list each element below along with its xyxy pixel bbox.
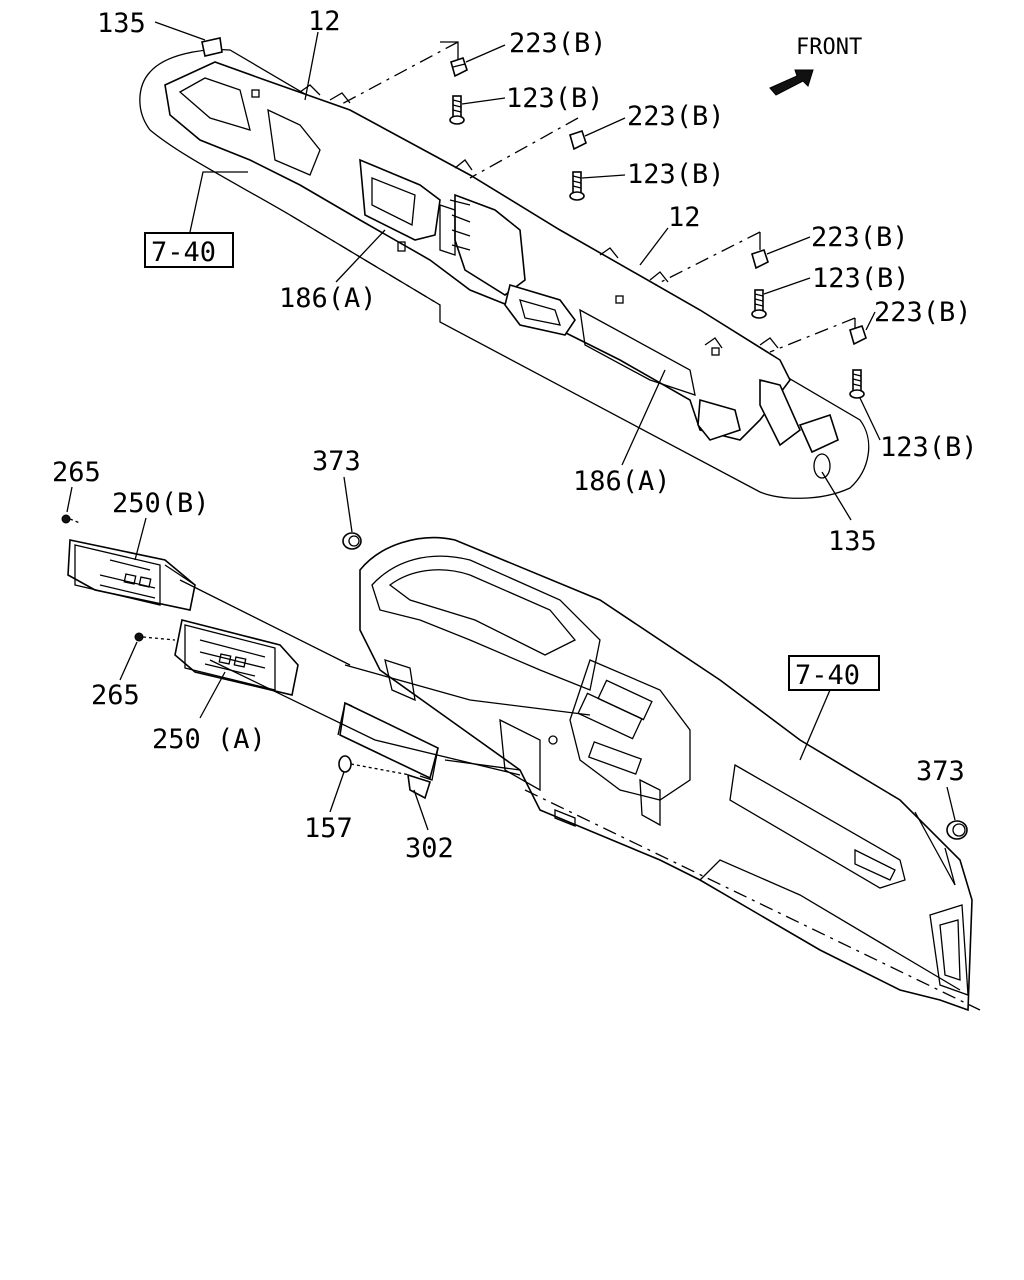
screw-157-icon [338,755,411,776]
nozzle-135-right [798,413,839,454]
clip-223b-icon [450,56,468,78]
label-135-top: 135 [97,8,146,39]
part-labels: 135 12 223(B) 123(B) 223(B) 123(B) 12 22… [52,6,978,864]
label-373-left: 373 [312,446,361,477]
center-display-slot [577,692,643,740]
duct-center-block-left [359,158,441,241]
label-186a-left: 186(A) [279,283,377,314]
clip-223b-icon [849,324,867,346]
front-direction-indicator: FRONT [769,35,862,96]
label-265-bottom: 265 [91,680,140,711]
label-223b-1: 223(B) [509,28,607,59]
ref-box-7-40-top [144,232,234,268]
meter-hood [371,555,601,691]
duct-right-section [579,308,696,396]
lower-leader-lines [66,476,956,831]
front-arrow-icon [769,69,814,96]
clip-223b-icon [569,129,587,151]
label-123b-2: 123(B) [627,159,725,190]
panel-knob [548,735,558,745]
screw-265-top-icon [61,514,81,524]
label-ref-7-40-top: 7-40 [151,237,216,268]
clip-223b-icon [751,248,769,270]
lower-left-pocket [499,718,541,792]
duct-left-outlet [178,77,251,131]
label-223b-3: 223(B) [811,222,909,253]
nozzle-135-opening [813,453,831,479]
label-250b: 250(B) [112,488,210,519]
duct-clip [397,241,406,252]
meter-cluster-opening [388,569,577,656]
duct-clip [615,295,624,304]
label-250a: 250 (A) [152,724,266,755]
screw-123b-icon [569,171,585,201]
label-12-right: 12 [668,202,701,233]
climate-control-unit-250b [67,539,196,611]
instrument-panel [359,536,981,1012]
duct-clip [251,89,260,98]
label-157: 157 [304,813,353,844]
label-186a-right: 186(A) [573,466,671,497]
panel-lower-edge [699,859,961,991]
nozzle-135-left [201,37,223,57]
left-side-vent [384,659,416,702]
audio-slot [587,741,643,775]
grommet-373-right-icon [946,820,968,840]
label-223b-4: 223(B) [874,297,972,328]
screw-123b-icon [849,369,865,399]
duct-clip [711,347,720,356]
front-label: FRONT [796,35,862,60]
right-side-vent [929,904,969,996]
label-12-left: 12 [308,6,341,37]
label-223b-2: 223(B) [627,101,725,132]
label-123b-1: 123(B) [506,83,604,114]
bracket-302 [337,701,439,800]
duct-left-vent [267,108,321,176]
center-lower-vent [639,778,661,827]
ref-box-7-40-bottom [788,655,880,691]
instrument-panel-body [359,536,973,1012]
screw-123b-icon [449,95,465,125]
upper-fasteners [449,56,867,399]
label-302: 302 [405,833,454,864]
duct-right-outlet-window [519,299,561,326]
screw-123b-icon [751,289,767,319]
label-123b-4: 123(B) [880,432,978,463]
lower-reference-lines [179,579,956,886]
upper-reference-lines [289,41,856,353]
duct-joint [439,204,456,256]
label-135-bottom: 135 [828,526,877,557]
duct-center-block-window [371,177,416,227]
grommet-373-left-icon [342,532,362,550]
duct-mounting-tabs [299,84,779,349]
label-373-right: 373 [916,756,965,787]
upper-leader-lines [154,21,881,521]
duct-end-nozzle [759,378,801,447]
label-265-top: 265 [52,457,101,488]
label-123b-3: 123(B) [812,263,910,294]
duct-joint-ribs [449,199,471,251]
duct-right-outlet [504,283,576,336]
upper-duct-assembly [139,37,870,499]
screw-265-bottom-icon [134,632,176,642]
panel-phantom-outline [139,49,870,499]
duct-far-right-outlet [697,398,741,441]
climate-control-unit-250a [174,619,299,696]
small-switch [554,809,576,827]
right-side-vent-inner [939,919,961,981]
glove-box [729,763,906,889]
label-ref-7-40-bottom: 7-40 [795,660,860,691]
glove-box-handle [854,848,896,881]
